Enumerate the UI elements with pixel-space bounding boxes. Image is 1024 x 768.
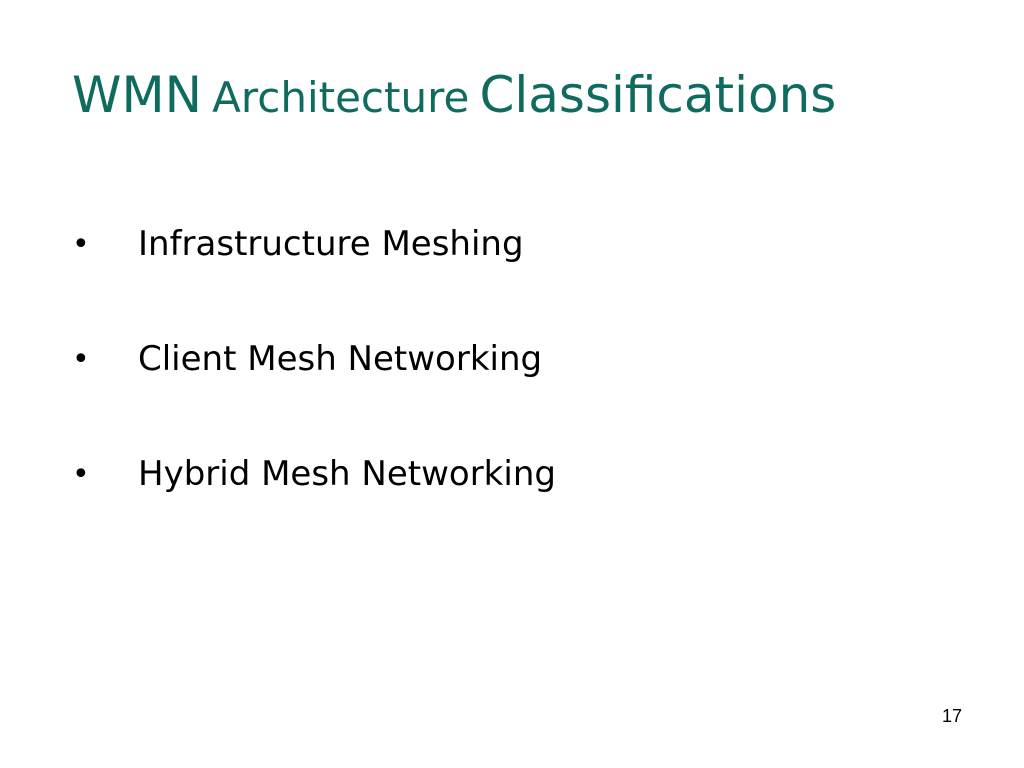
title-part-wmn: WMN xyxy=(72,66,202,124)
title-part-architecture: Architecture xyxy=(212,73,470,122)
bullet-item: • Hybrid Mesh Networking xyxy=(72,452,556,496)
bullet-text: Hybrid Mesh Networking xyxy=(138,454,556,494)
slide-title: WMN Architecture Classifications xyxy=(72,70,836,120)
bullet-text: Infrastructure Meshing xyxy=(138,224,524,264)
page-number: 17 xyxy=(941,706,962,726)
bullet-item: • Infrastructure Meshing xyxy=(72,222,556,266)
bullet-icon: • xyxy=(72,341,90,377)
bullet-item: • Client Mesh Networking xyxy=(72,337,556,381)
bullet-list: • Infrastructure Meshing • Client Mesh N… xyxy=(72,222,556,567)
bullet-icon: • xyxy=(72,456,90,492)
title-part-classifications: Classifications xyxy=(479,66,837,124)
bullet-text: Client Mesh Networking xyxy=(138,339,543,379)
bullet-icon: • xyxy=(72,226,90,262)
